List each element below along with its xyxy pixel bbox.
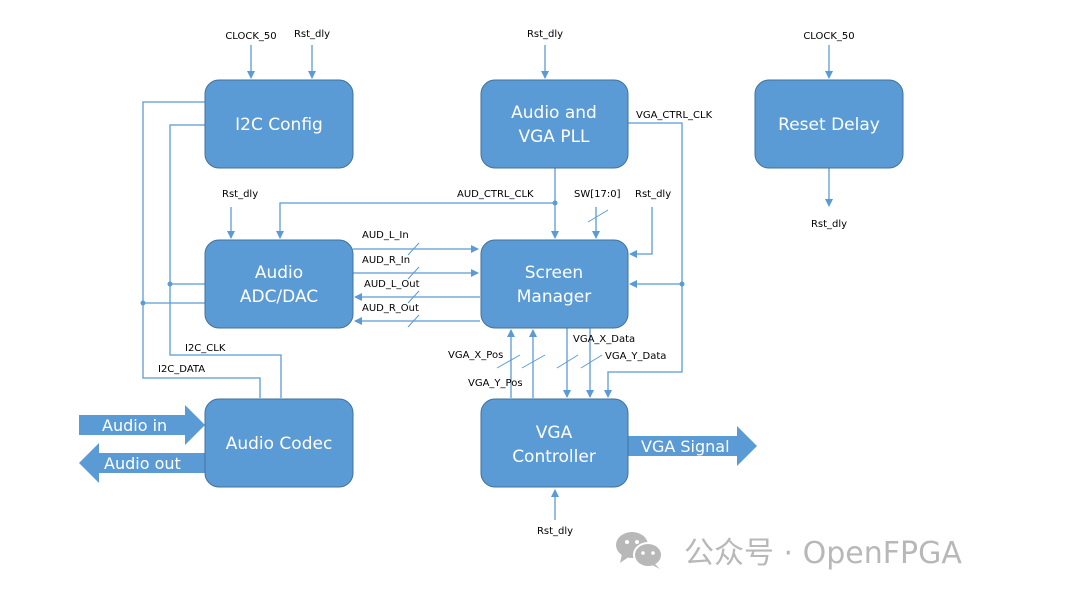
bus-mark xyxy=(407,314,420,328)
bus-mark xyxy=(407,266,420,280)
signal-label: Rst_dly xyxy=(537,526,573,537)
signal-label: AUD_L_Out xyxy=(364,279,420,290)
signal-label: VGA_X_Pos xyxy=(448,350,503,361)
block-label: VGA PLL xyxy=(518,127,590,147)
signal-label: AUD_R_In xyxy=(362,255,410,266)
vga-signal-arrow xyxy=(628,426,757,466)
signal-label: CLOCK_50 xyxy=(225,31,276,42)
block-reset-delay: Reset Delay xyxy=(754,79,904,169)
block-vga-controller: VGA Controller xyxy=(480,398,629,488)
block-label: Controller xyxy=(512,447,596,467)
signal-label: VGA_Y_Data xyxy=(605,351,666,362)
signal-label: VGA_CTRL_CLK xyxy=(636,110,713,121)
audio-out-arrow xyxy=(79,443,205,483)
block-audio-adc-dac: Audio ADC/DAC xyxy=(204,239,354,329)
block-audio-codec: Audio Codec xyxy=(204,398,354,488)
block-label: Audio and xyxy=(511,103,597,123)
signal-label: Rst_dly xyxy=(294,29,330,40)
block-screen-manager: Screen Manager xyxy=(480,239,629,329)
block-label: VGA xyxy=(536,423,573,443)
signal-label: I2C_DATA xyxy=(158,364,205,375)
block-label: Reset Delay xyxy=(778,115,880,135)
watermark-text: 公众号 · OpenFPGA xyxy=(684,536,962,571)
signal-label: CLOCK_50 xyxy=(803,31,854,42)
bus-mark xyxy=(587,209,609,223)
signal-label: VGA_Y_Pos xyxy=(468,378,523,389)
bus-mark xyxy=(407,242,420,256)
wire-rst-sm xyxy=(629,207,653,258)
signal-label: SW[17:0] xyxy=(574,189,621,200)
block-label: Manager xyxy=(517,287,592,307)
vga-signal-label: VGA Signal xyxy=(641,437,730,456)
audio-in-arrow xyxy=(79,405,205,445)
junction-dot xyxy=(679,281,685,287)
bus-mark xyxy=(521,354,546,369)
wire-aud-ctrl-clk xyxy=(276,202,555,239)
signal-label: I2C_CLK xyxy=(185,343,226,354)
block-label: Screen xyxy=(525,263,583,283)
block-label: ADC/DAC xyxy=(240,287,318,307)
block-label: Audio Codec xyxy=(226,434,333,454)
wire-i2c-data xyxy=(142,101,261,398)
signal-label: AUD_R_Out xyxy=(362,303,419,314)
junction-dot xyxy=(552,200,558,206)
signal-label: Rst_dly xyxy=(635,189,671,200)
bus-mark xyxy=(556,354,579,369)
block-audio-vga-pll: Audio and VGA PLL xyxy=(480,79,629,169)
signal-label: AUD_L_In xyxy=(362,230,409,241)
bus-mark xyxy=(580,354,603,369)
block-label: I2C Config xyxy=(235,115,323,135)
wire-vga-ctrl-clk xyxy=(604,122,683,398)
bus-mark xyxy=(407,290,420,304)
signal-label: AUD_CTRL_CLK xyxy=(457,189,534,200)
wechat-icon xyxy=(616,532,663,569)
junction-dot xyxy=(167,281,173,287)
audio-in-label: Audio in xyxy=(102,416,167,435)
signal-label: Rst_dly xyxy=(222,189,258,200)
block-i2c-config: I2C Config xyxy=(204,79,354,169)
bus-mark xyxy=(496,354,521,369)
junction-dot xyxy=(140,300,146,306)
wire-i2c-clk xyxy=(169,124,282,398)
signal-label: VGA_X_Data xyxy=(573,334,635,345)
signal-label: Rst_dly xyxy=(527,29,563,40)
audio-out-label: Audio out xyxy=(104,454,181,473)
block-label: Audio xyxy=(255,263,303,283)
signal-label: Rst_dly xyxy=(811,219,847,230)
